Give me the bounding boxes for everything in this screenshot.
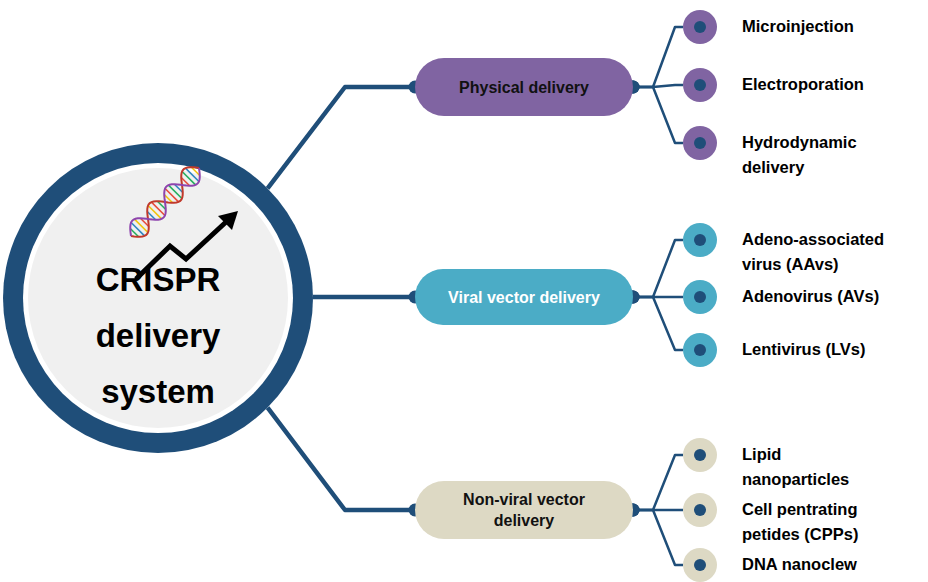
bullet-dot: [694, 449, 706, 461]
category-pill: Viral vector delivery: [415, 269, 633, 325]
bullet-circle: [683, 223, 717, 257]
bullet-circle: [683, 280, 717, 314]
bullet-dot: [694, 137, 706, 149]
connector: [633, 455, 683, 510]
connector-group: [313, 291, 422, 304]
bullet-dot: [694, 21, 706, 33]
bullet-fill: [683, 68, 717, 102]
bullet-fill: [683, 548, 717, 582]
hub-gap: [23, 163, 293, 433]
method-label: Lentivirus (LVs): [742, 333, 902, 362]
bullet-dot: [694, 559, 706, 571]
method-label: Cell pentrating petides (CPPs): [742, 493, 892, 547]
helix-rung: [140, 218, 148, 226]
method-label: Adeno-associated virus (AAvs): [742, 223, 912, 277]
method-item: Cell pentrating petides (CPPs): [683, 493, 892, 547]
trend-arrow: [136, 222, 226, 279]
category-label: Non-viral vector delivery: [449, 489, 599, 531]
connector: [633, 297, 683, 350]
hub-fill: [28, 168, 288, 428]
hub-ring: [3, 143, 313, 453]
method-item: Lentivirus (LVs): [683, 333, 902, 367]
helix-rung: [130, 228, 138, 236]
helix-rung: [157, 201, 165, 209]
bullet-dot: [694, 504, 706, 516]
connector-group: [627, 27, 684, 94]
helix-rung: [148, 205, 161, 218]
helix-strand: [131, 167, 199, 237]
dna-helix: [130, 167, 200, 237]
bullet-dot: [694, 234, 706, 246]
method-label: Microinjection: [742, 10, 902, 39]
connector-group: [627, 455, 684, 517]
helix-rung: [151, 202, 164, 215]
connector: [633, 27, 683, 87]
category-label: Physical delivery: [459, 77, 589, 98]
bullet-dot: [694, 344, 706, 356]
helix-rung: [165, 188, 178, 201]
method-item: Electroporation: [683, 68, 912, 102]
category-pill: Physical delivery: [415, 58, 633, 116]
helix-rung: [182, 171, 195, 184]
bullet-circle: [683, 493, 717, 527]
bullet-fill: [683, 280, 717, 314]
bullet-circle: [683, 10, 717, 44]
category-pill: Non-viral vector delivery: [415, 481, 633, 539]
connector: [268, 87, 415, 188]
helix-rung: [131, 222, 144, 235]
bullet-fill: [683, 438, 717, 472]
method-label: Hydrodynamic delivery: [742, 126, 892, 180]
bullet-circle: [683, 68, 717, 102]
bullet-fill: [683, 10, 717, 44]
helix-rung: [174, 184, 182, 192]
connector: [633, 240, 683, 297]
helix-rung: [134, 219, 147, 232]
connector-group: [627, 240, 684, 304]
method-item: Microinjection: [683, 10, 902, 44]
helix-rung: [181, 177, 189, 185]
connector-group: [627, 504, 684, 566]
connector-group: [627, 291, 684, 351]
connector: [313, 295, 415, 300]
bullet-circle: [683, 548, 717, 582]
bullet-fill: [683, 333, 717, 367]
helix-rung: [164, 194, 172, 202]
hub-title: CRISPR delivery system: [58, 252, 258, 420]
hub-circle: CRISPR delivery system: [3, 143, 313, 453]
category-label: Viral vector delivery: [448, 287, 600, 308]
method-item: Adenovirus (AVs): [683, 280, 917, 314]
method-item: Lipid nanoparticles: [683, 438, 872, 492]
method-item: DNA nanoclew: [683, 548, 892, 582]
helix-strand: [130, 168, 200, 236]
connector-group: [268, 408, 422, 517]
connector-group: [627, 81, 684, 144]
method-label: DNA nanoclew: [742, 548, 892, 577]
bullet-fill: [683, 126, 717, 160]
bullet-circle: [683, 126, 717, 160]
helix-rung: [185, 168, 198, 181]
connector: [633, 87, 683, 143]
bullet-circle: [683, 438, 717, 472]
connector-group: [268, 81, 422, 189]
connector: [268, 408, 415, 510]
bullet-dot: [694, 79, 706, 91]
trend-arrow-head: [218, 211, 238, 230]
helix-rung: [191, 167, 199, 175]
bullet-circle: [683, 333, 717, 367]
bullet-fill: [683, 223, 717, 257]
bullet-dot: [694, 291, 706, 303]
method-label: Adenovirus (AVs): [742, 280, 917, 309]
helix-rung: [147, 211, 155, 219]
connector: [633, 510, 683, 565]
helix-rung: [168, 185, 181, 198]
method-item: Adeno-associated virus (AAvs): [683, 223, 912, 277]
method-label: Lipid nanoparticles: [742, 438, 872, 492]
bullet-fill: [683, 493, 717, 527]
method-item: Hydrodynamic delivery: [683, 126, 892, 180]
method-label: Electroporation: [742, 68, 912, 97]
